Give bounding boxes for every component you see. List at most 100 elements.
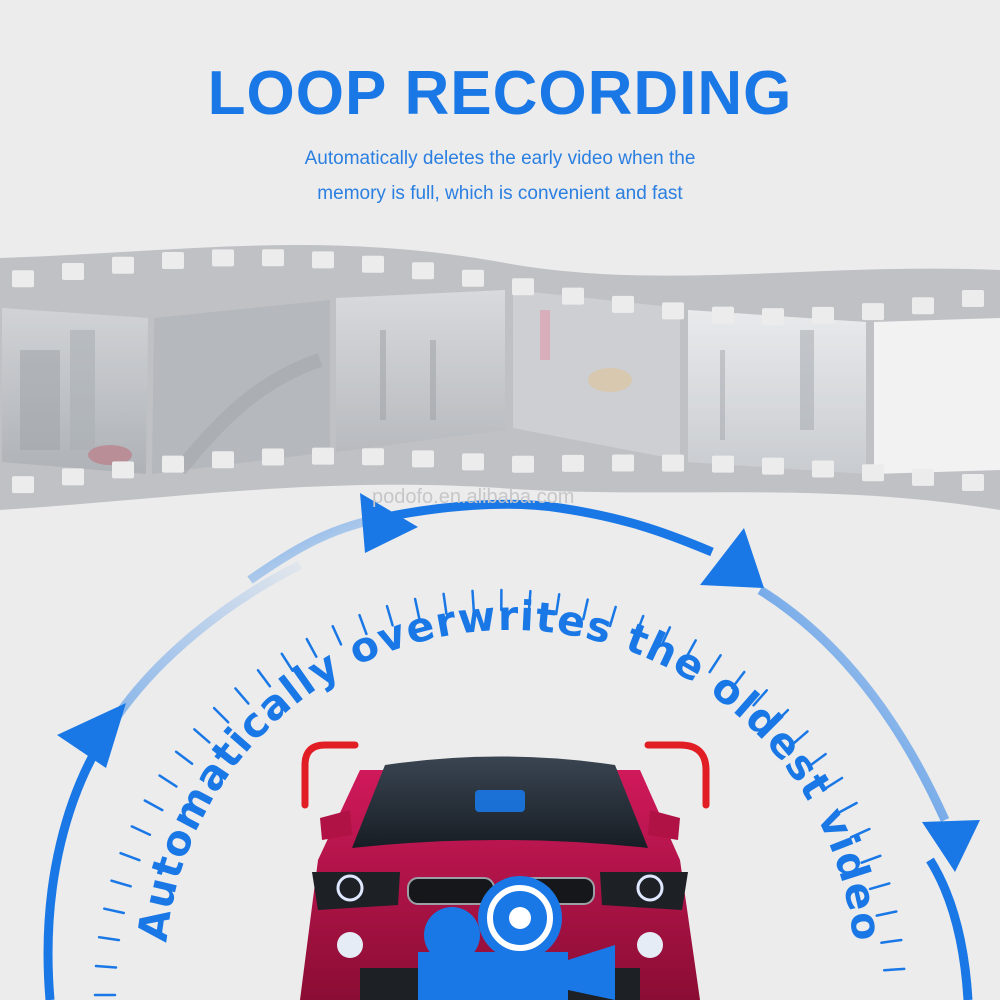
sprocket-hole (812, 460, 834, 478)
sprocket-hole (12, 476, 34, 494)
dial-tick (791, 730, 809, 746)
sprocket-hole (362, 255, 384, 273)
sprocket-hole (762, 457, 784, 475)
dial-tick (256, 669, 272, 688)
sprocket-hole (12, 270, 34, 288)
subtitle-line-2: memory is full, which is convenient and … (317, 183, 683, 204)
dial-tick (331, 624, 343, 646)
dial-tick (110, 879, 132, 888)
dial-tick (554, 593, 561, 616)
arrow-icon (57, 703, 126, 768)
sprocket-hole (612, 295, 634, 313)
dial-tick (730, 670, 746, 690)
dial-tick (193, 728, 211, 744)
sprocket-hole (412, 450, 434, 468)
dial-tick (684, 639, 697, 660)
dial-tick (471, 589, 476, 613)
dial-tick (660, 626, 672, 647)
arc-right-lower (926, 857, 973, 1000)
subtitle-line-1: Automatically deletes the early video wh… (304, 148, 696, 169)
sprocket-hole (862, 303, 884, 321)
dial-tick (280, 652, 294, 672)
sprocket-hole (362, 448, 384, 466)
sprocket-hole (462, 453, 484, 471)
sprocket-hole (112, 461, 134, 479)
film-frames (2, 290, 1000, 475)
sprocket-hole (562, 454, 584, 472)
dial-tick (582, 598, 589, 621)
sprocket-hole (562, 287, 584, 305)
dial-ticks (93, 588, 906, 997)
dial-tick (837, 801, 858, 814)
sprocket-hole (712, 306, 734, 324)
sprocket-hole (162, 455, 184, 473)
dial-tick (94, 964, 118, 969)
frame-snowy-square (336, 290, 505, 452)
sprocket-hole (462, 269, 484, 287)
dial-tick (143, 799, 164, 812)
dial-tick (130, 825, 152, 836)
arrow-icon (922, 820, 980, 872)
video-camera-icon (418, 876, 615, 1000)
frame-blank-frame (874, 318, 1000, 474)
arc-right (757, 586, 950, 822)
sprocket-hole (512, 455, 534, 473)
sprocket-hole (912, 468, 934, 486)
film-strip (0, 245, 1000, 511)
dial-tick (860, 854, 882, 864)
dial-tick (305, 637, 318, 658)
dial-tick (823, 776, 844, 790)
sprocket-hole (212, 451, 234, 469)
sprocket-hole (262, 448, 284, 466)
dial-tick (119, 851, 141, 862)
sprocket-hole (62, 263, 84, 280)
sprocket-hole (212, 249, 234, 267)
dial-tick (442, 592, 448, 615)
dial-tick (752, 689, 769, 707)
sprocket-hole (812, 306, 834, 324)
dial-tick (880, 938, 903, 944)
sprocket-hole (962, 290, 984, 307)
dial-tick (385, 604, 394, 627)
sprocket-hole (112, 256, 134, 274)
sprocket-hole (62, 468, 84, 486)
watermark: podofo.en.alibaba.com (372, 486, 575, 508)
dial-tick (212, 706, 230, 724)
sprocket-hole (762, 308, 784, 326)
sprocket-hole (512, 278, 534, 296)
dial-tick (358, 613, 368, 636)
sprocket-hole (312, 447, 334, 465)
dial-tick (234, 687, 250, 705)
dial-tick (882, 967, 906, 972)
sprocket-hole (662, 454, 684, 472)
dial-tick (413, 597, 421, 620)
sprocket-hole (312, 251, 334, 269)
frame-winding-road (152, 300, 330, 474)
arc-left (43, 732, 109, 1000)
sprocket-hole (912, 297, 934, 315)
sprocket-hole (412, 262, 434, 280)
sprocket-hole (612, 454, 634, 472)
dial-tick (849, 827, 871, 839)
dial-tick (634, 614, 645, 637)
dial-tick (708, 654, 722, 674)
dial-tick (174, 750, 194, 766)
sprocket-holes (12, 249, 984, 494)
loop-arrows (43, 493, 980, 1000)
sprocket-hole (862, 464, 884, 482)
dial-tick (808, 752, 827, 768)
frame-street-scene (2, 308, 148, 474)
sprocket-hole (962, 474, 984, 491)
arc-top (247, 515, 374, 584)
dial-tick (97, 935, 121, 942)
sprocket-hole (262, 249, 284, 267)
arrow-icon (360, 493, 418, 553)
page-title: LOOP RECORDING (207, 59, 793, 128)
sprocket-hole (662, 302, 684, 320)
dial-tick (158, 774, 178, 788)
dial-tick (527, 589, 532, 613)
arrow-icon (700, 528, 764, 588)
dial-tick (608, 605, 617, 628)
sprocket-hole (712, 455, 734, 473)
